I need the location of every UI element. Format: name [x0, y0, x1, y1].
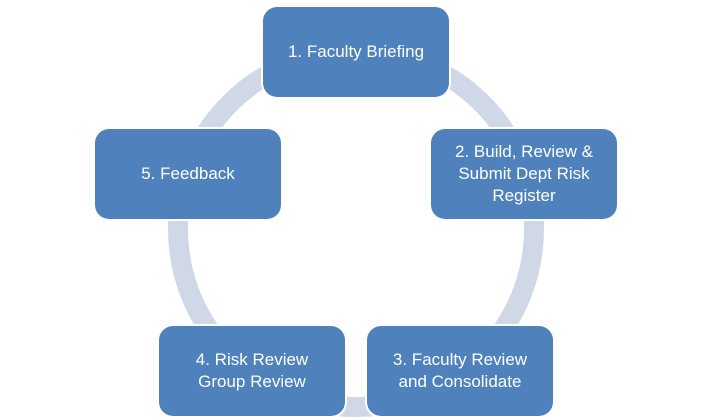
step-1-faculty-briefing: 1. Faculty Briefing: [263, 7, 449, 97]
step-2-label: 2. Build, Review & Submit Dept Risk Regi…: [455, 142, 593, 205]
step-1-label: 1. Faculty Briefing: [287, 42, 425, 61]
step-4-risk-review-group: 4. Risk Review Group Review: [159, 326, 345, 416]
step-5-label: 5. Feedback: [141, 164, 235, 183]
step-2-build-review-submit: 2. Build, Review & Submit Dept Risk Regi…: [431, 129, 617, 219]
step-3-label: 3. Faculty Review and Consolidate: [392, 350, 528, 391]
step-3-faculty-review-consolidate: 3. Faculty Review and Consolidate: [367, 326, 553, 416]
step-4-label: 4. Risk Review Group Review: [195, 350, 309, 391]
connector-arc-left: [167, 49, 356, 418]
step-5-feedback: 5. Feedback: [95, 129, 281, 219]
